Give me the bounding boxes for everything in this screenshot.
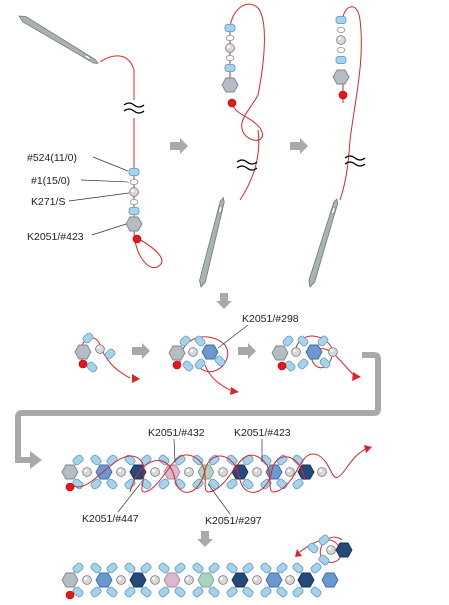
needle — [197, 196, 227, 289]
label-seed-11: #524(11/0) — [27, 152, 77, 164]
bicone-bead — [125, 216, 143, 232]
step-1: #524(11/0) #1(15/0) K271/S K2051/#423 — [17, 13, 163, 268]
thread — [229, 3, 265, 201]
needle — [17, 13, 100, 67]
break-mark — [236, 159, 258, 171]
thread — [99, 55, 163, 268]
arrow-right-icon — [290, 138, 308, 154]
step-6 — [271, 334, 361, 381]
pearl-bead — [129, 187, 139, 197]
arrow-right-icon — [238, 343, 256, 359]
step-2 — [197, 3, 265, 289]
step-4 — [74, 331, 140, 383]
break-mark — [344, 155, 366, 167]
arrow-down-icon — [216, 293, 232, 309]
seed-bead — [128, 167, 140, 177]
tiny-bead — [129, 198, 139, 206]
step-5: K2051/#298 — [168, 313, 299, 395]
label-seed-15: #1(15/0) — [31, 175, 70, 187]
label-band-top-right: K2051/#423 — [234, 427, 291, 439]
label-band-bottom-left: K2051/#447 — [82, 513, 139, 525]
stop-bead — [132, 234, 142, 244]
label-step5-bicone: K2051/#298 — [242, 313, 299, 325]
needle — [306, 197, 341, 289]
arrow-down-icon — [197, 531, 213, 547]
arrow-right-icon — [170, 138, 188, 154]
label-band-top-left: K2051/#432 — [148, 427, 205, 439]
tiny-bead — [129, 178, 139, 186]
seed-bead — [128, 206, 140, 216]
step-3 — [306, 6, 366, 289]
finished-band — [61, 533, 353, 600]
woven-band: K2051/#432 K2051/#423 K2051/#447 K2051/#… — [61, 427, 372, 527]
break-mark — [123, 102, 145, 114]
label-band-bottom-right: K2051/#297 — [205, 515, 262, 527]
label-pearl: K271/S — [31, 196, 65, 208]
label-bicone: K2051/#423 — [27, 231, 84, 243]
connector-arrow — [15, 352, 381, 463]
thread — [69, 447, 369, 493]
arrow-right-icon — [132, 343, 150, 359]
arrow-right-icon — [30, 451, 42, 469]
